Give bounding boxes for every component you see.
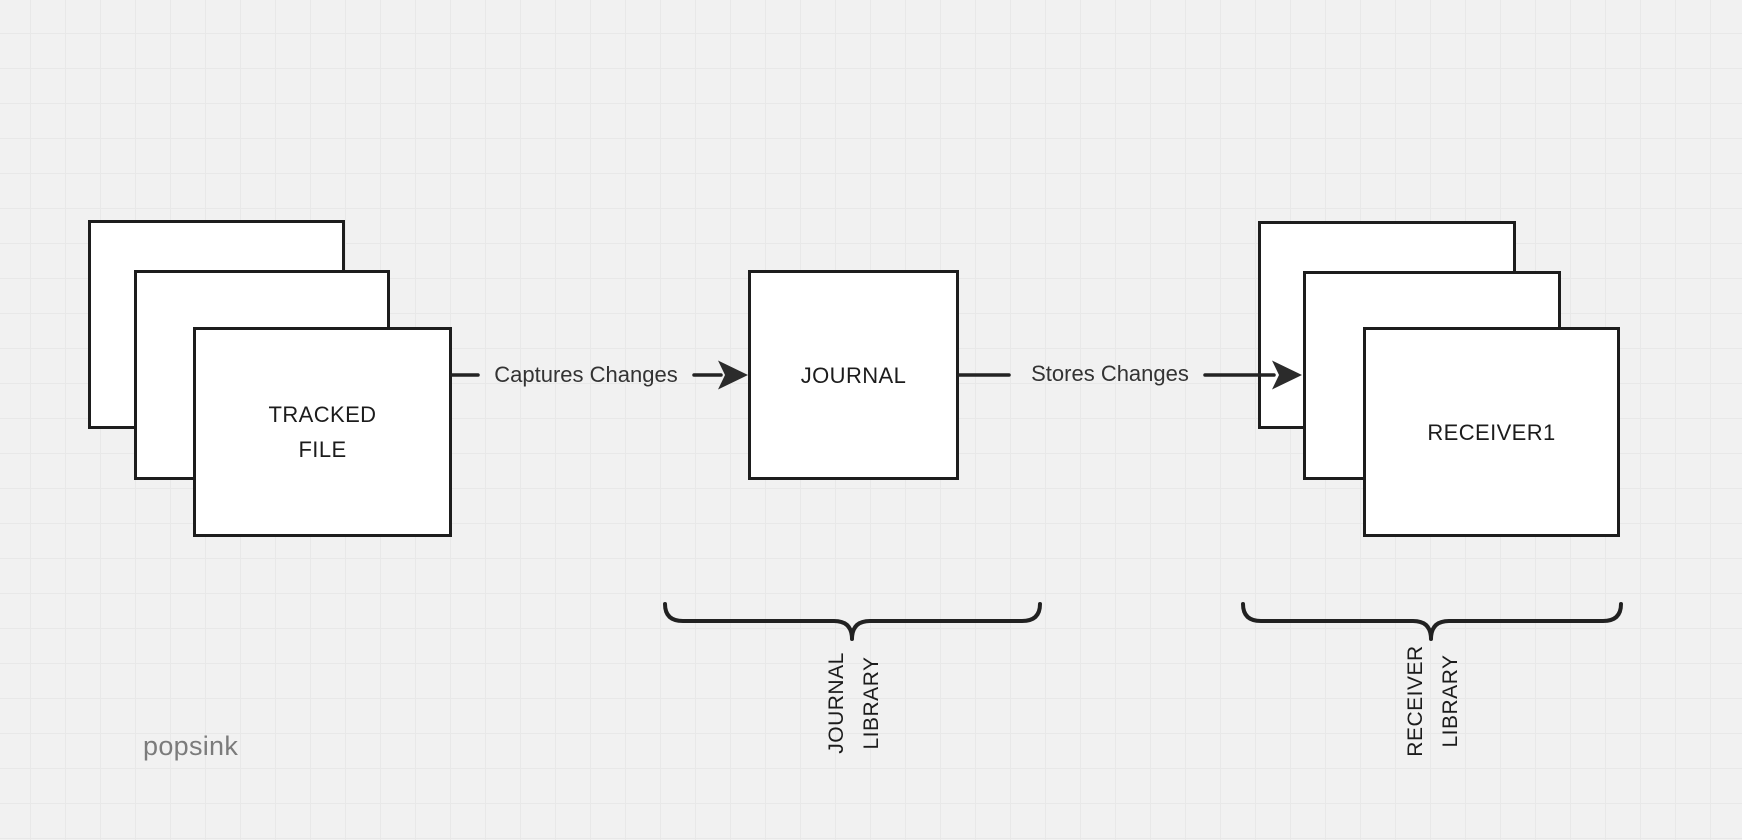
popsink-watermark: popsink <box>143 731 239 761</box>
journal-library-label: JOURNAL LIBRARY <box>825 652 883 754</box>
receiver-label: RECEIVER1 <box>1427 419 1556 445</box>
receiver-node: RECEIVER1 <box>1363 327 1620 537</box>
receiver-library-label: RECEIVER LIBRARY <box>1404 645 1462 757</box>
captures-arrowhead-icon <box>718 360 748 390</box>
tracked-file-node: TRACKED FILE <box>193 327 452 537</box>
edge-label-stores-changes: Stores Changes <box>1031 361 1189 386</box>
journal-label: JOURNAL <box>800 362 907 388</box>
journal-node: JOURNAL <box>748 270 959 480</box>
tracked-file-label: TRACKED FILE <box>268 402 377 462</box>
edge-label-captures-changes: Captures Changes <box>494 362 678 387</box>
